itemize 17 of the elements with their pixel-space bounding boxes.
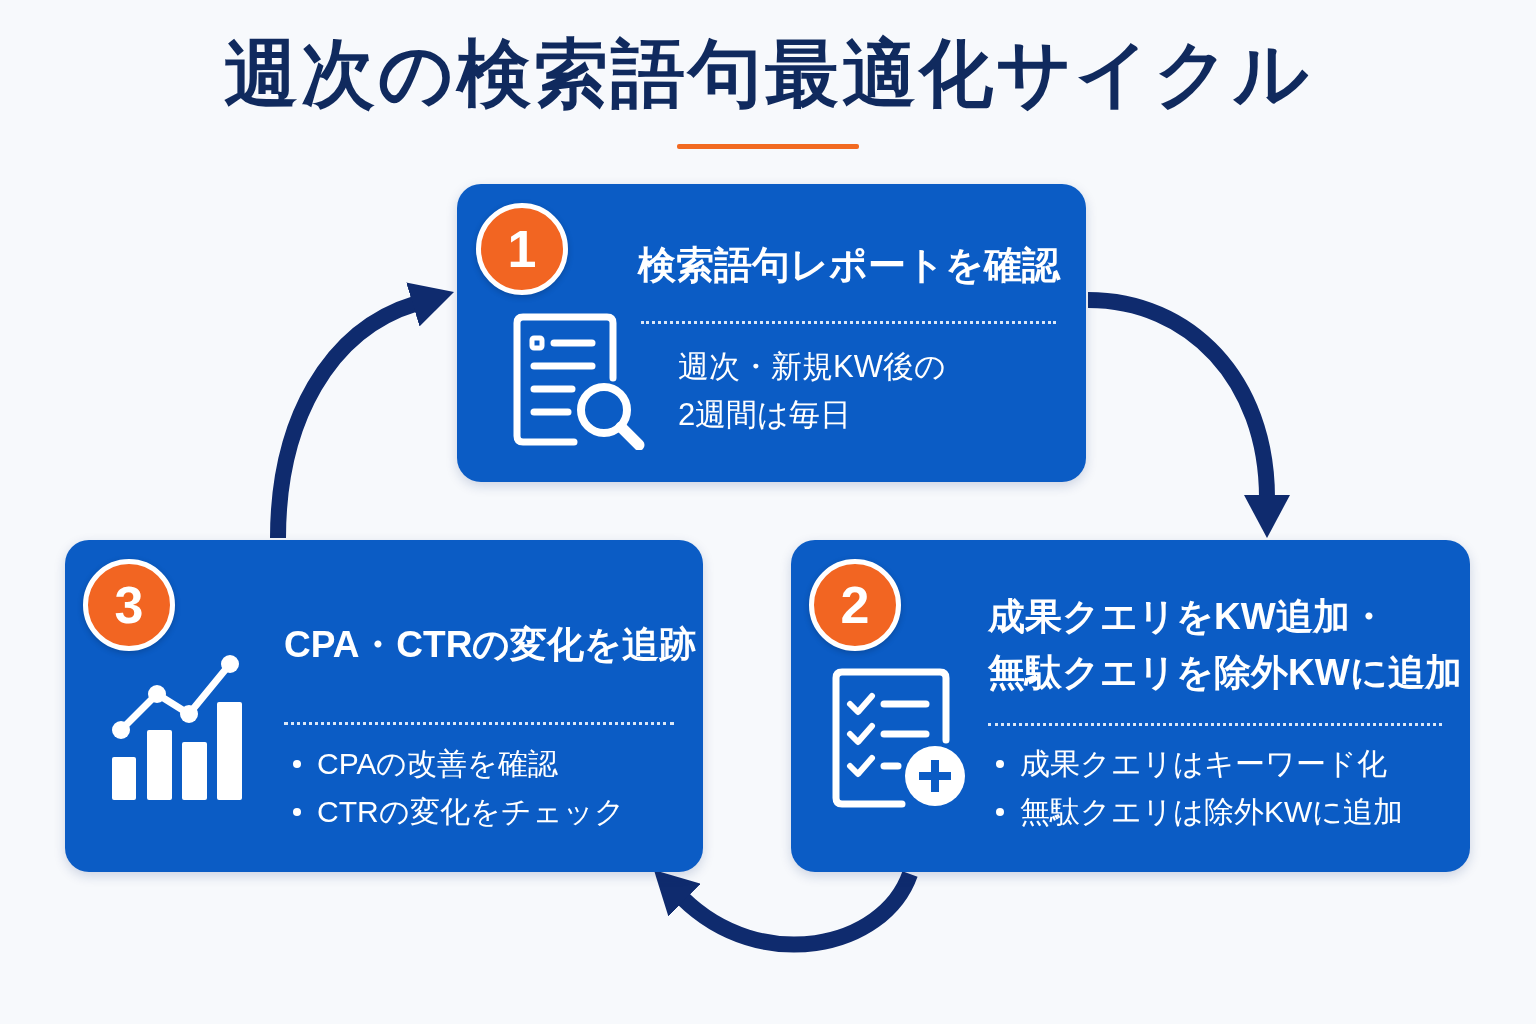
step-heading: 検索語句レポートを確認 — [638, 243, 1060, 288]
bullet-text: CTRの変化をチェック — [317, 794, 625, 830]
bullet-text: 無駄クエリは除外KWに追加 — [1020, 794, 1404, 830]
step-number-badge: 2 — [809, 559, 901, 651]
curved-arrow — [1087, 292, 1290, 538]
step-box — [457, 184, 1086, 482]
bullet-text: CPAの改善を確認 — [317, 746, 559, 782]
title: 週次の検索語句最適化サイクル — [224, 31, 1312, 117]
step-number-badge: 3 — [83, 559, 175, 651]
step-heading: CPA・CTRの変化を追跡 — [284, 623, 697, 667]
curved-arrow — [270, 283, 454, 539]
step-box — [65, 540, 703, 872]
step-number-badge: 1 — [476, 203, 568, 295]
step-box — [791, 540, 1470, 872]
step-heading: 成果クエリをKW追加・無駄クエリを除外KWに追加 — [988, 595, 1458, 695]
step-description: 週次・新規KW後の2週間は毎日 — [678, 348, 947, 434]
bullet-text: 成果クエリはキーワード化 — [1020, 746, 1387, 782]
